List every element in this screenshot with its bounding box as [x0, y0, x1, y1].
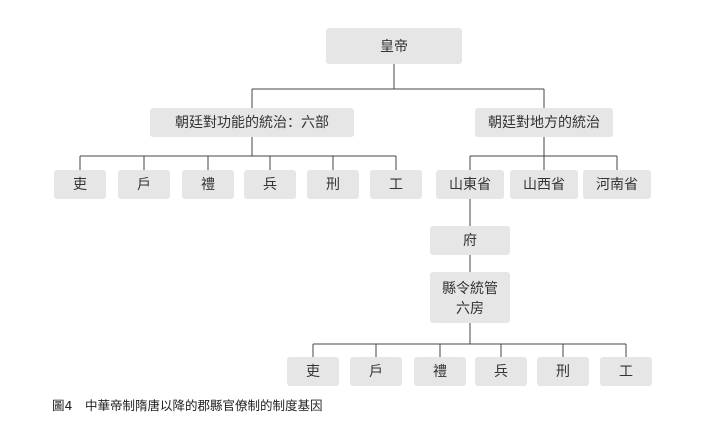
node-county: 縣令統管 六房 [430, 272, 510, 323]
node-emperor-label: 皇帝 [380, 39, 408, 55]
node-office-rites-label: 禮 [433, 364, 447, 380]
node-office-revenue: 戶 [350, 357, 402, 386]
node-province-shanxi-label: 山西省 [523, 177, 565, 193]
node-court-regional-label: 朝廷對地方的統治 [488, 115, 600, 131]
node-province-shandong: 山東省 [436, 170, 504, 199]
node-office-war: 兵 [475, 357, 527, 386]
node-office-justice-label: 刑 [556, 364, 570, 380]
node-office-works-label: 工 [619, 364, 633, 380]
node-ministry-works: 工 [370, 170, 422, 199]
node-ministry-war-label: 兵 [263, 177, 277, 193]
node-province-shanxi: 山西省 [510, 170, 578, 199]
node-county-label-line1: 縣令統管 [442, 281, 498, 297]
node-ministry-personnel-label: 吏 [73, 177, 87, 193]
node-province-shandong-label: 山東省 [449, 177, 491, 193]
node-office-revenue-label: 戶 [369, 364, 383, 380]
node-ministry-justice: 刑 [307, 170, 359, 199]
node-office-rites: 禮 [414, 357, 466, 386]
figure-caption: 圖4 中華帝制隋唐以降的郡縣官僚制的制度基因 [52, 398, 323, 413]
connector-lines [79, 64, 627, 357]
node-prefecture-label: 府 [463, 233, 477, 249]
node-prefecture: 府 [430, 226, 510, 255]
node-office-personnel: 吏 [287, 357, 339, 386]
node-county-label-line2: 六房 [456, 301, 484, 317]
node-ministry-rites-label: 禮 [201, 177, 215, 193]
node-ministry-justice-label: 刑 [326, 177, 340, 193]
node-office-war-label: 兵 [494, 364, 508, 380]
node-ministry-personnel: 吏 [54, 170, 106, 199]
node-province-henan: 河南省 [583, 170, 651, 199]
node-province-henan-label: 河南省 [596, 177, 638, 193]
node-ministry-works-label: 工 [389, 177, 403, 193]
node-court-regional: 朝廷對地方的統治 [475, 108, 613, 137]
node-court-functional-label: 朝廷對功能的統治：六部 [175, 115, 329, 131]
node-emperor: 皇帝 [326, 28, 462, 64]
node-ministry-war: 兵 [244, 170, 296, 199]
node-office-works: 工 [600, 357, 652, 386]
node-ministry-revenue-label: 戶 [137, 177, 151, 193]
node-ministry-revenue: 戶 [118, 170, 170, 199]
node-office-personnel-label: 吏 [306, 364, 320, 380]
node-office-justice: 刑 [537, 357, 589, 386]
node-ministry-rites: 禮 [182, 170, 234, 199]
node-court-functional: 朝廷對功能的統治：六部 [150, 108, 354, 137]
